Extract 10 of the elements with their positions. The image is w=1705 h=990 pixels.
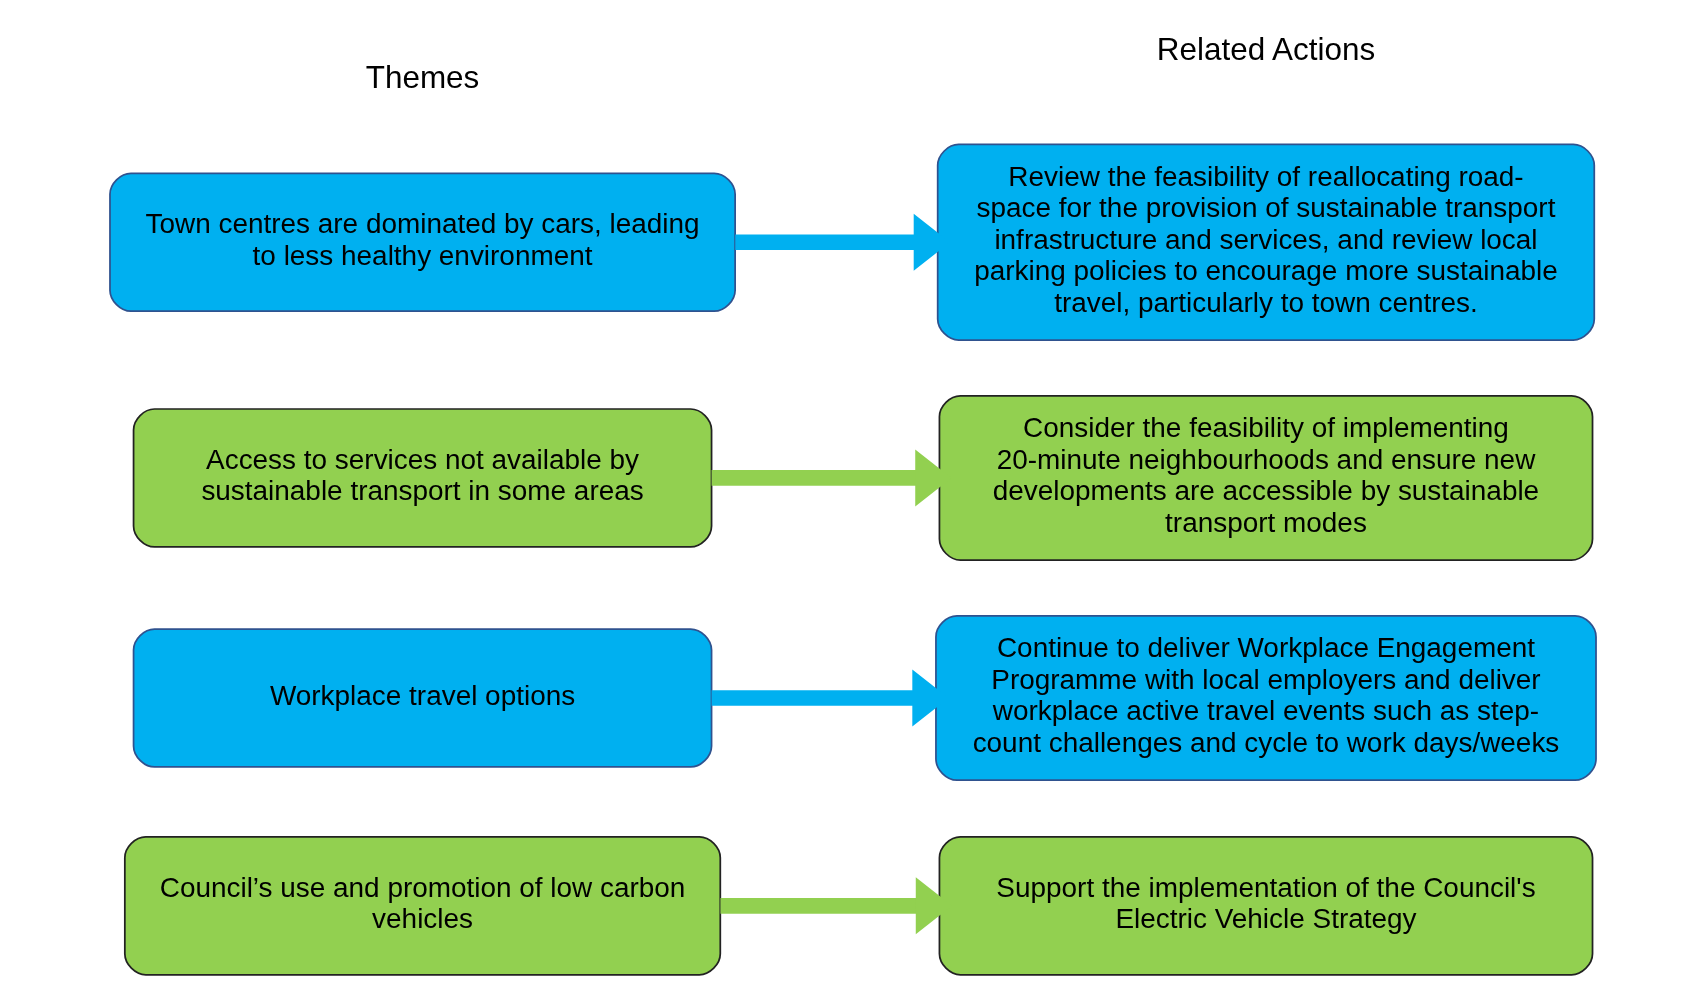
node-box: Town centres are dominated by cars, leading to less healthy environment [108, 172, 736, 313]
node-box: Continue to deliver Workplace Engagement Programme with local employers and deliver workplace active travel events such as step-count challenges and cycle to work days/weeks [934, 615, 1597, 781]
node-box: Council’s use and promotion of low carbon vehicles [123, 835, 721, 976]
node-box: Review the feasibility of reallocating road-space for the provision of sustainable transport infrastructure and services, and review local parking policies to encourage more sustainable travel, particularly to town centres. [936, 143, 1595, 341]
node-box: Workplace travel options [132, 628, 712, 768]
node-box: Support the implementation of the Council's Electric Vehicle Strategy [938, 835, 1593, 976]
node-box: Consider the feasibility of implementing 20-minute neighbourhoods and ensure new developments are accessible by sustainable transport modes [938, 395, 1593, 561]
node-box: Access to services not available by sustainable transport in some areas [132, 408, 712, 548]
label: Themes [365, 59, 479, 95]
label: Related Actions [1156, 31, 1375, 67]
